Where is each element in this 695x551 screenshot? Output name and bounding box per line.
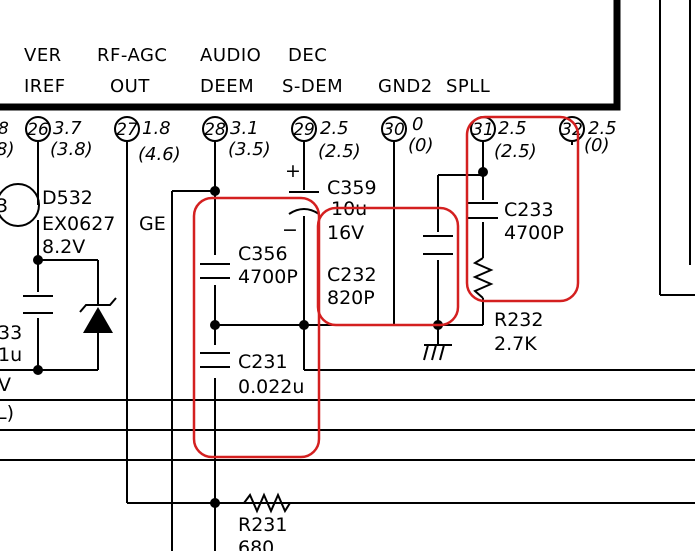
c231-name: C231: [238, 351, 288, 373]
ic-body: [0, 0, 621, 111]
pin-number-cut: 8: [0, 119, 9, 139]
ground-symbol: [423, 340, 452, 361]
d532-name: D532: [42, 187, 93, 209]
r231-name: R231: [238, 514, 287, 536]
left-cut-name: 33: [0, 322, 22, 344]
c359-minus: −: [282, 219, 298, 241]
pin-label-iref: IREF: [24, 76, 66, 97]
component-labels: D532 EX0627 GE 8.2V C356 4700P C231 0.02…: [0, 160, 564, 551]
highlight-c233: [465, 115, 580, 303]
pin-number-29: 29: [293, 120, 315, 140]
voltage-31: 2.5: [498, 118, 527, 139]
left-cut-value: 1u: [0, 344, 22, 366]
pin-number-31: 31: [472, 120, 494, 140]
d532-voltage: 8.2V: [42, 236, 85, 258]
c232-value: 820P: [327, 287, 375, 309]
voltage-26: 3.7: [53, 118, 82, 139]
left-cut-l: L): [0, 402, 14, 424]
pin-label-dec: DEC: [288, 45, 327, 66]
voltage-31-alt: (2.5): [494, 141, 537, 162]
c232-symbol: [423, 235, 453, 255]
pin-label-gnd2: GND2: [378, 76, 433, 97]
c359-plus: +: [285, 160, 301, 182]
pin-circles: 8 26 27 28 29 30 31 32: [0, 116, 585, 142]
d532-part: EX0627: [42, 213, 115, 235]
r232-symbol: [472, 257, 494, 299]
pin-label-ver: VER: [24, 45, 62, 66]
r232-value: 2.7K: [494, 333, 537, 355]
c359-rating: 16V: [327, 222, 364, 244]
voltage-30: 0: [412, 114, 423, 135]
highlight-c356-c231: [192, 196, 321, 459]
pin-label-spll: SPLL: [446, 76, 490, 97]
pin-voltages: 8) 3.7 (3.8) 1.8 (4.6) 3.1 (3.5) 2.5 (2.…: [0, 114, 617, 165]
voltage-28: 3.1: [230, 118, 259, 139]
highlight-c359-c232: [316, 206, 460, 327]
voltage-27: 1.8: [142, 118, 171, 139]
voltage-26-alt: (3.8): [50, 139, 93, 160]
pin-number-26: 26: [27, 120, 49, 140]
highlight-boxes: [192, 115, 580, 459]
c233-symbol: [468, 202, 498, 219]
c356-value: 4700P: [238, 266, 298, 288]
c359-symbol: [288, 191, 320, 215]
pin-label-deem: DEEM: [200, 76, 254, 97]
c231-value: 0.022u: [238, 376, 304, 398]
pin-number-28: 28: [204, 120, 226, 140]
c233-name: C233: [504, 199, 554, 221]
c356-name: C356: [238, 243, 288, 265]
left-cut-cap-symbol: [23, 295, 53, 314]
voltage-29-alt: (2.5): [318, 141, 361, 162]
c356-symbol: [200, 263, 230, 279]
voltage-30-alt: (0): [408, 135, 434, 156]
r231-value: 680: [238, 537, 274, 551]
zener-diode-symbol: [79, 297, 117, 333]
r232-name: R232: [494, 309, 543, 331]
c231-symbol: [200, 352, 230, 368]
pin-label-s-dem: S-DEM: [282, 76, 343, 97]
pin-number-30: 30: [383, 120, 405, 140]
c232-name: C232: [327, 264, 377, 286]
c359-name: C359: [327, 177, 377, 199]
voltage-29: 2.5: [320, 118, 349, 139]
voltage-cut-left: 8): [0, 139, 14, 160]
r231-symbol: [243, 492, 300, 514]
voltage-27-alt: (4.6): [138, 144, 181, 165]
voltage-28-alt: (3.5): [228, 139, 271, 160]
left-cut-v: V: [0, 374, 11, 396]
pin-label-rf-agc: RF-AGC: [97, 45, 167, 66]
pin-label-audio: AUDIO: [200, 45, 261, 66]
junction-dots: [33, 167, 488, 508]
pin-number-27: 27: [116, 120, 138, 140]
ic-pin-labels: VER IREF RF-AGC OUT AUDIO DEEM DEC S-DEM…: [24, 45, 490, 97]
voltage-32: 2.5: [588, 118, 617, 139]
svg-text:3: 3: [0, 195, 8, 217]
voltage-32-alt: (0): [584, 135, 610, 156]
pin-label-out: OUT: [110, 76, 150, 97]
c233-value: 4700P: [504, 222, 564, 244]
d532-suffix: GE: [139, 213, 166, 235]
left-cut-circle: 3: [0, 183, 40, 227]
